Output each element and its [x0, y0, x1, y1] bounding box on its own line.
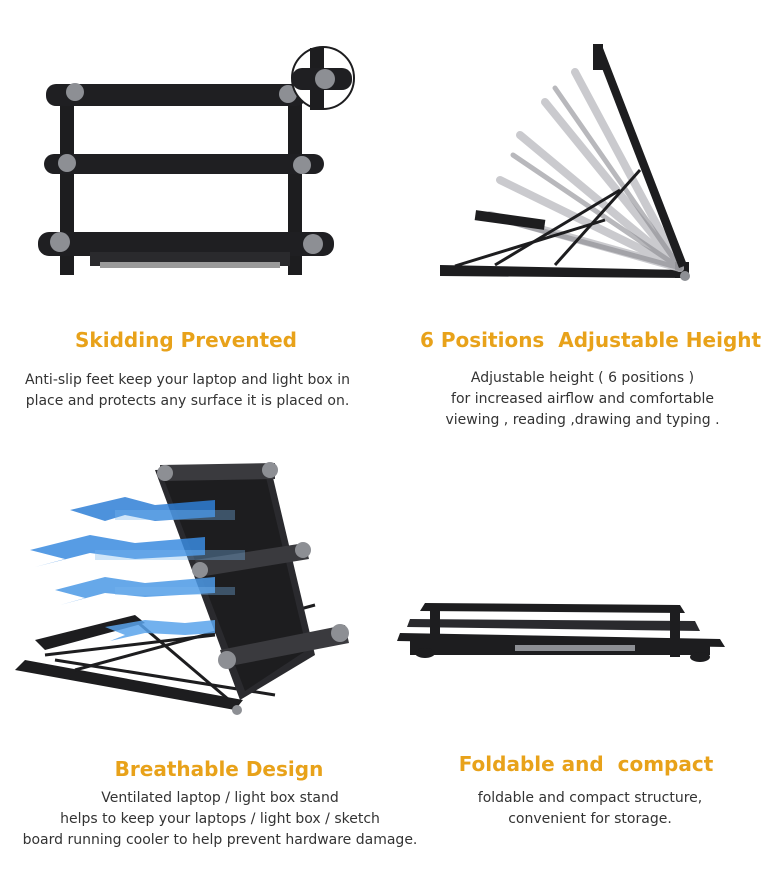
- positions-stand-image: [435, 40, 700, 290]
- desc-line: foldable and compact structure,: [477, 790, 703, 806]
- feature-title-foldable: Foldable and compact: [458, 752, 714, 776]
- feature-desc-skidding: Anti-slip feet keep your laptop and ligh…: [10, 370, 365, 412]
- folded-stand-image: [395, 595, 730, 670]
- desc-line: convenient for storage.: [508, 811, 672, 827]
- feature-desc-positions: Adjustable height ( 6 positions ) for in…: [415, 368, 750, 431]
- desc-line: Anti-slip feet keep your laptop and ligh…: [24, 372, 351, 388]
- feature-title-positions: 6 Positions Adjustable Height: [420, 328, 761, 352]
- desc-line: for increased airflow and comfortable: [451, 391, 714, 407]
- feature-title-skidding: Skidding Prevented: [75, 328, 297, 352]
- desc-line: place and protects any surface it is pla…: [25, 393, 350, 409]
- desc-line: Adjustable height ( 6 positions ): [470, 370, 695, 386]
- desc-line: viewing , reading ,drawing and typing .: [445, 412, 720, 428]
- flat-stand-image: [30, 40, 360, 280]
- feature-title-breathable: Breathable Design: [114, 757, 324, 781]
- feature-desc-foldable: foldable and compact structure, convenie…: [440, 788, 740, 830]
- breathable-stand-image: [15, 455, 355, 720]
- feature-desc-breathable: Ventilated laptop / light box stand help…: [20, 788, 420, 851]
- desc-line: helps to keep your laptops / light box /…: [60, 811, 380, 827]
- desc-line: Ventilated laptop / light box stand: [101, 790, 339, 806]
- desc-line: board running cooler to help prevent har…: [22, 832, 418, 848]
